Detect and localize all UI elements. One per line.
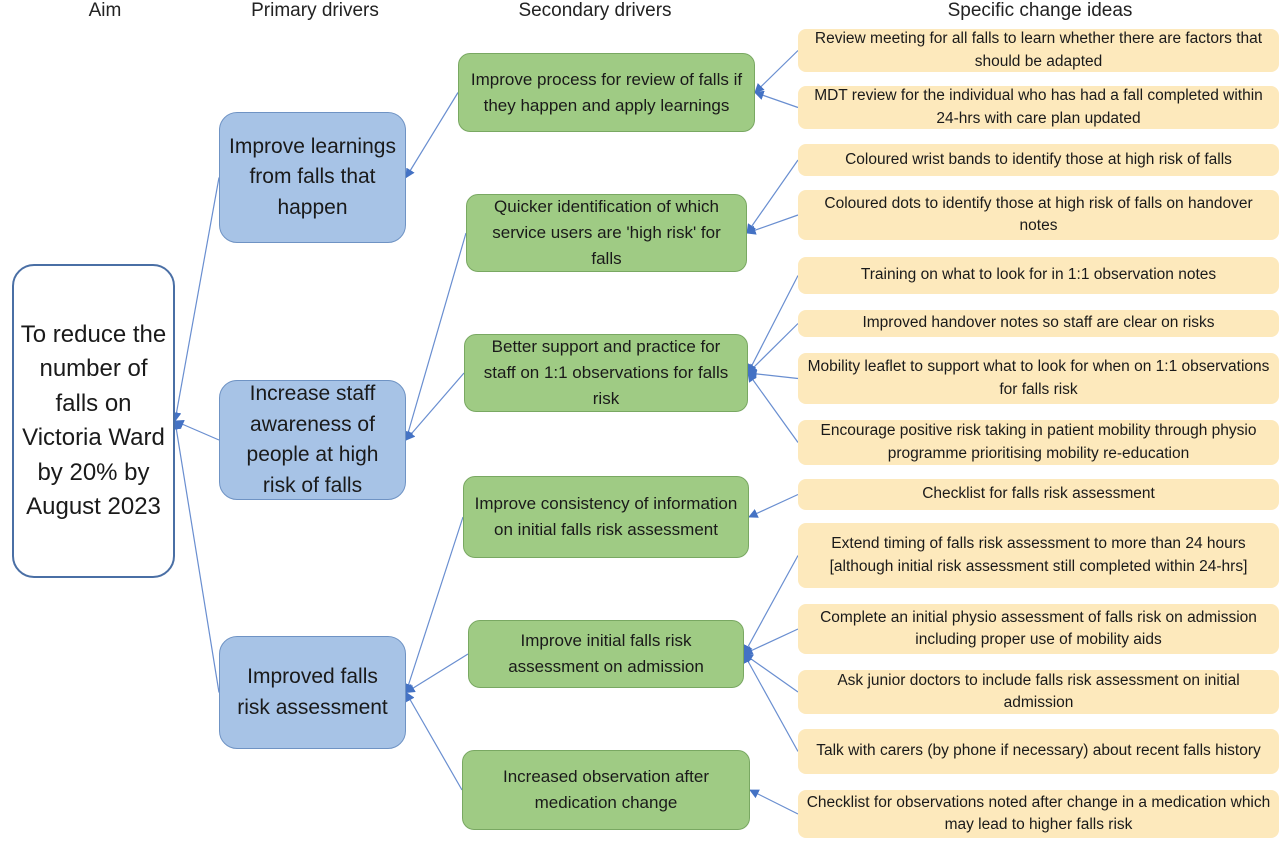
change-idea: Checklist for falls risk assessment [798,479,1279,510]
secondary-driver: Quicker identification of which service … [466,194,747,272]
connector-idea-to-secondary [743,628,799,655]
column-header-primary-drivers: Primary drivers [251,0,379,21]
connector-idea-to-secondary [747,323,799,374]
connector-idea-to-secondary [746,159,799,234]
primary-driver: Improve learnings from falls that happen [219,112,406,243]
connector-idea-to-secondary [748,493,799,518]
secondary-driver: Improve process for review of falls if t… [458,53,755,132]
change-idea: Extend timing of falls risk assessment t… [798,523,1279,588]
connector-idea-to-secondary [747,372,799,443]
change-idea: Checklist for observations noted after c… [798,790,1279,838]
connector-idea-to-secondary [747,275,799,374]
change-idea: Review meeting for all falls to learn wh… [798,29,1279,72]
change-idea: Coloured wrist bands to identify those a… [798,144,1279,176]
change-idea: Improved handover notes so staff are cle… [798,310,1279,337]
connector-secondary-to-primary [405,92,459,179]
column-header-change-ideas: Specific change ideas [947,0,1133,21]
connector-idea-to-secondary [743,653,799,752]
change-idea: Coloured dots to identify those at high … [798,190,1279,240]
change-idea: Ask junior doctors to include falls risk… [798,670,1279,714]
connector-primary-to-aim [171,420,220,693]
secondary-driver: Improve consistency of information on in… [463,476,749,558]
connector-secondary-to-primary [405,691,463,791]
change-idea: MDT review for the individual who has ha… [798,86,1279,129]
column-header-secondary-drivers: Secondary drivers [518,0,672,21]
connector-idea-to-secondary [749,789,799,815]
connector-idea-to-secondary [746,214,799,235]
aim-box: To reduce the number of falls on Victori… [12,264,175,578]
connector-idea-to-secondary [743,653,799,693]
connector-secondary-to-primary [405,372,465,441]
connector-secondary-to-primary [403,232,467,441]
change-idea: Mobility leaflet to support what to look… [798,353,1279,404]
connector-idea-to-secondary [754,90,799,109]
connector-idea-to-secondary [743,555,799,655]
connector-idea-to-secondary [747,369,799,380]
connector-secondary-to-primary [405,653,469,694]
secondary-driver: Better support and practice for staff on… [464,334,748,412]
primary-driver: Improved falls risk assessment [219,636,406,749]
change-idea: Talk with carers (by phone if necessary)… [798,729,1279,774]
secondary-driver: Increased observation after medication c… [462,750,750,830]
column-header-aim: Aim [88,0,122,21]
connector-secondary-to-primary [404,516,464,694]
change-idea: Encourage positive risk taking in patien… [798,420,1279,465]
connector-primary-to-aim [171,177,220,422]
change-idea: Complete an initial physio assessment of… [798,604,1279,654]
connector-primary-to-aim [174,420,220,441]
secondary-driver: Improve initial falls risk assessment on… [468,620,744,688]
primary-driver: Increase staff awareness of people at hi… [219,380,406,500]
connector-idea-to-secondary [754,50,799,94]
change-idea: Training on what to look for in 1:1 obse… [798,257,1279,294]
